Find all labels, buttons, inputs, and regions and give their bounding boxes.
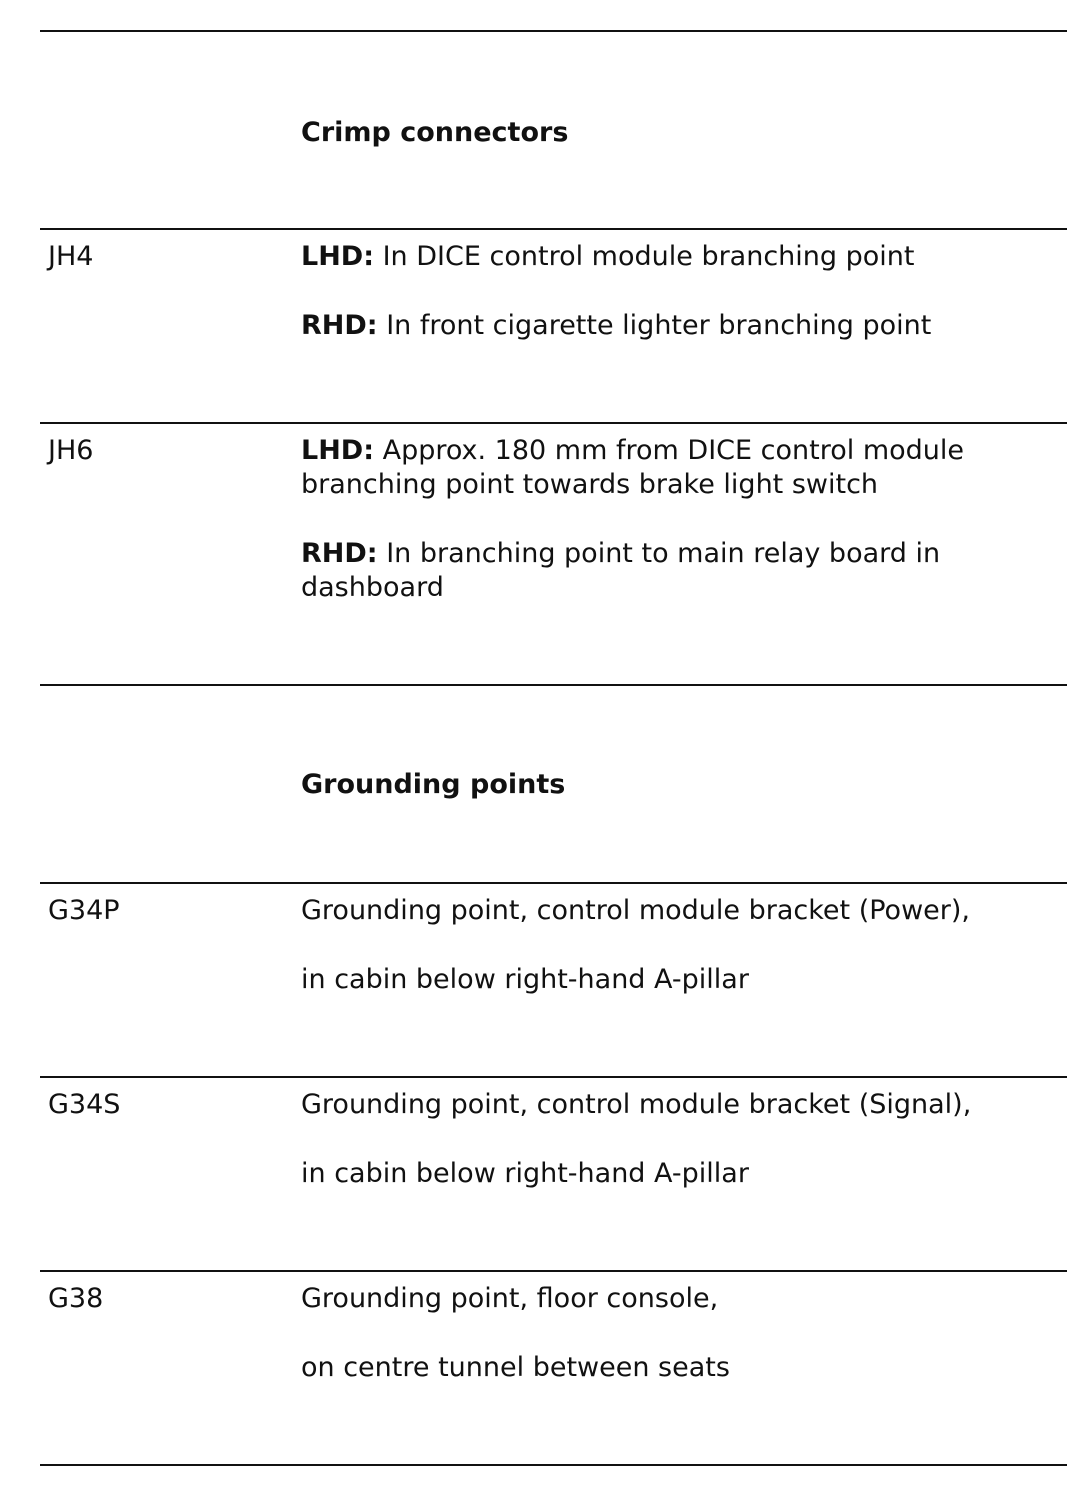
rhd-label: RHD: [301, 538, 378, 569]
section-heading-grounding-points: Grounding points [301, 769, 566, 800]
ground-code-g34p: G34P [48, 895, 120, 926]
g34s-line-2: in cabin below right-hand A-pillar [301, 1158, 749, 1189]
jh4-rhd-text: In front cigarette lighter branching poi… [377, 310, 932, 341]
connector-code-jh4: JH4 [48, 241, 94, 272]
lhd-label: LHD: [301, 241, 375, 272]
g34p-line-2: in cabin below right-hand A-pillar [301, 964, 749, 995]
jh4-lhd-line: LHD: In DICE control module branching po… [301, 240, 1036, 274]
bottom-rule [40, 1464, 1067, 1466]
rhd-label: RHD: [301, 310, 378, 341]
g34p-line-1: Grounding point, control module bracket … [301, 895, 970, 926]
jh4-rhd-line: RHD: In front cigarette lighter branchin… [301, 309, 1036, 343]
ground-code-g38: G38 [48, 1283, 104, 1314]
lhd-label: LHD: [301, 435, 375, 466]
jh6-rhd-text: In branching point to main relay board i… [301, 538, 941, 603]
jh6-rhd-line: RHD: In branching point to main relay bo… [301, 537, 1036, 605]
row-divider-g34p [40, 882, 1067, 884]
row-divider-g38 [40, 1270, 1067, 1272]
jh6-lhd-line: LHD: Approx. 180 mm from DICE control mo… [301, 434, 1036, 502]
ground-code-g34s: G34S [48, 1089, 121, 1120]
row-divider-jh4 [40, 228, 1067, 230]
g38-line-1: Grounding point, floor console, [301, 1283, 719, 1314]
row-divider-g34s [40, 1076, 1067, 1078]
g38-line-2: on centre tunnel between seats [301, 1352, 730, 1383]
connector-code-jh6: JH6 [48, 435, 94, 466]
jh4-lhd-text: In DICE control module branching point [374, 241, 915, 272]
row-divider-jh6 [40, 422, 1067, 424]
g34s-line-1: Grounding point, control module bracket … [301, 1089, 972, 1120]
top-rule [40, 30, 1067, 32]
jh6-lhd-text: Approx. 180 mm from DICE control module … [301, 435, 965, 500]
section-heading-crimp-connectors: Crimp connectors [301, 117, 569, 148]
section-divider [40, 684, 1067, 686]
